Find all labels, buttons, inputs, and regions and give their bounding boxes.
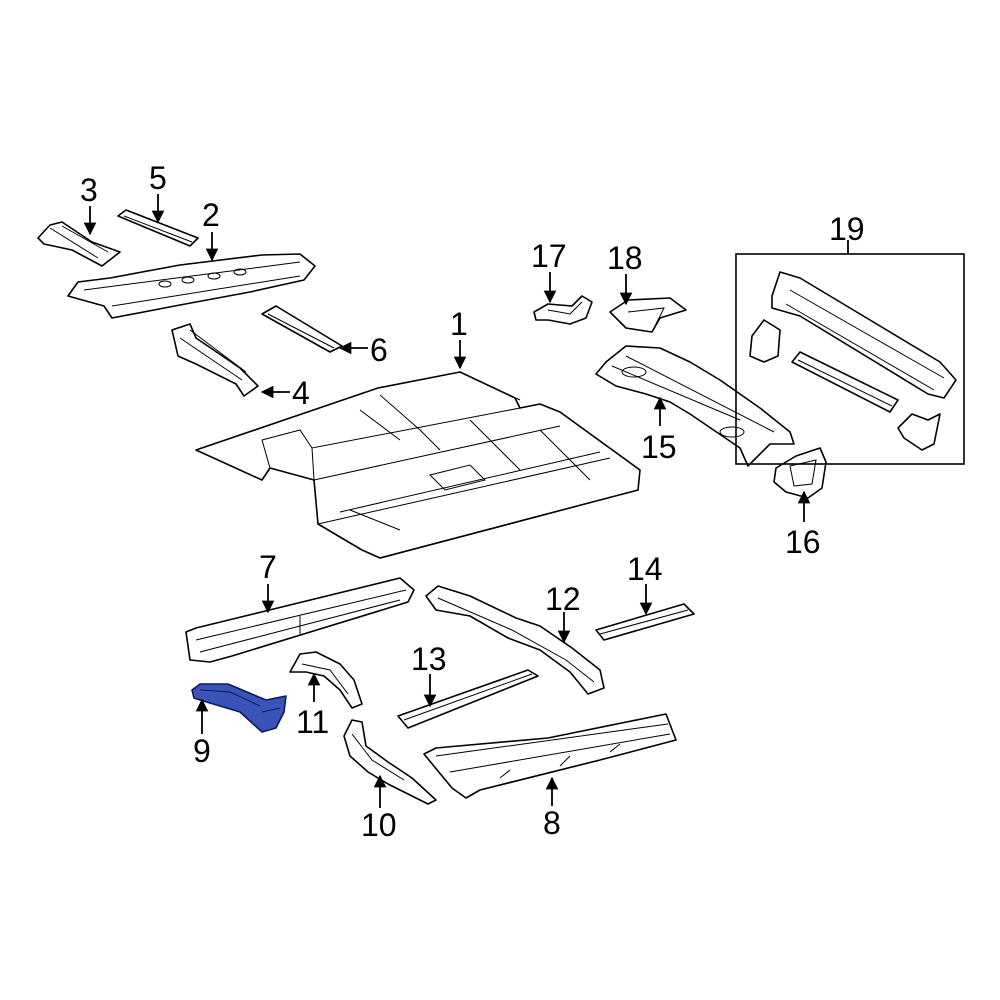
leader-arrows [83, 194, 849, 808]
callout-11: 11 [296, 704, 329, 740]
callout-labels: 1 2 3 4 5 6 7 8 9 10 11 12 13 14 15 16 1… [80, 160, 865, 843]
callout-8: 8 [543, 805, 561, 841]
part-8-rocker[interactable] [423, 713, 677, 799]
callout-13: 13 [411, 641, 447, 677]
part-17-bracket[interactable] [533, 295, 593, 325]
part-12-rail[interactable] [425, 585, 605, 695]
part-13-reinforcement[interactable] [397, 669, 539, 729]
callout-5: 5 [149, 160, 167, 196]
callout-6: 6 [370, 332, 388, 368]
callout-7: 7 [259, 549, 277, 585]
callout-2: 2 [202, 197, 220, 233]
callout-3: 3 [80, 172, 98, 208]
part-10-bracket[interactable] [343, 719, 437, 805]
part-16-bracket[interactable] [773, 447, 827, 499]
part-19-assembly-box[interactable] [735, 253, 965, 465]
part-2-crossmember[interactable] [67, 253, 316, 319]
callout-12: 12 [545, 581, 581, 617]
part-3-bracket[interactable] [37, 221, 121, 267]
part-18-bracket[interactable] [609, 297, 687, 333]
part-1-floor-pan[interactable] [195, 371, 641, 559]
callout-10: 10 [361, 807, 397, 843]
callout-15: 15 [641, 429, 677, 465]
part-5-reinforcement[interactable] [117, 209, 199, 247]
part-11-bracket[interactable] [289, 651, 363, 709]
callout-9: 9 [193, 733, 211, 769]
callout-1: 1 [450, 306, 468, 342]
part-4-bracket[interactable] [171, 323, 259, 397]
callout-17: 17 [531, 238, 567, 274]
part-15-support[interactable] [595, 345, 795, 467]
callout-18: 18 [607, 240, 643, 276]
callout-4: 4 [292, 375, 310, 411]
part-9-highlighted-bracket[interactable] [191, 683, 287, 733]
part-7-rocker[interactable] [185, 577, 415, 663]
part-14-reinforcement[interactable] [595, 603, 695, 641]
callout-14: 14 [627, 551, 663, 587]
part-6-bracket[interactable] [261, 305, 343, 353]
callout-16: 16 [785, 524, 821, 560]
callout-19: 19 [829, 211, 865, 247]
